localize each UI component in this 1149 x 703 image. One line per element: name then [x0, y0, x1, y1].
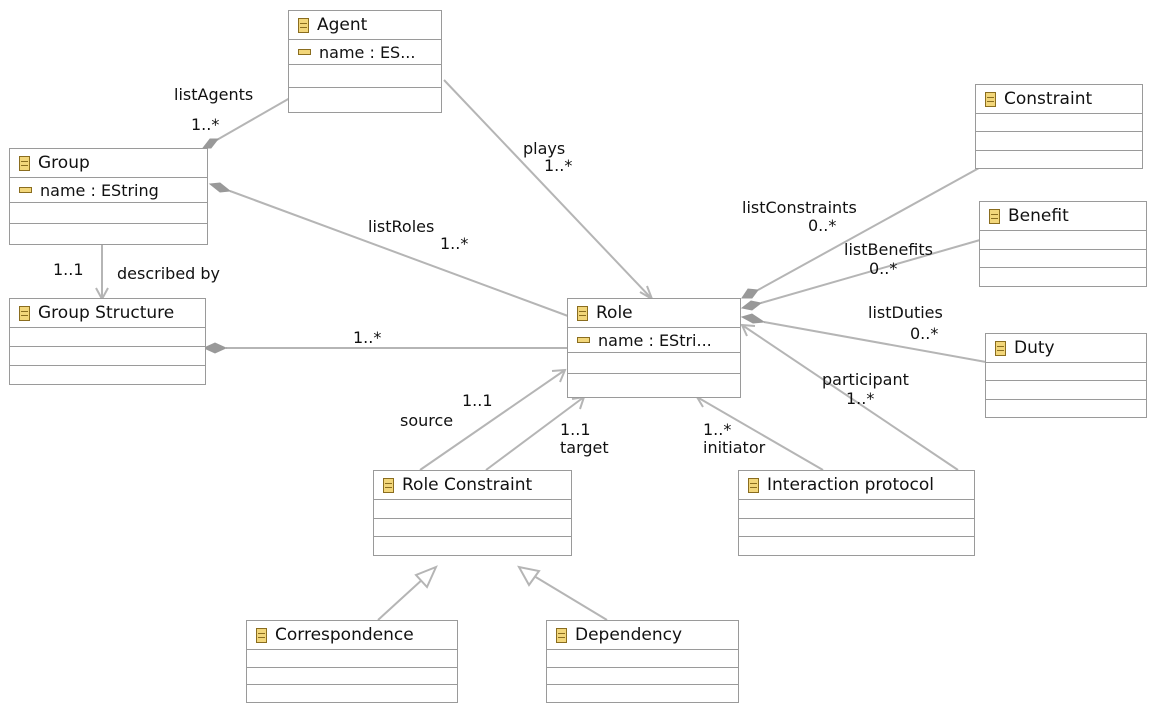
link-list-roles — [229, 190, 569, 317]
attribute-icon — [19, 187, 32, 193]
link-list-agents — [214, 97, 291, 142]
class-icon — [556, 627, 567, 643]
class-name: Correspondence — [275, 625, 414, 645]
label-initiator: initiator — [703, 438, 766, 457]
label-list-agents: listAgents — [174, 85, 254, 104]
label-source: source — [400, 411, 454, 430]
link-initiator — [696, 396, 824, 471]
arrow-source — [551, 368, 567, 383]
class-role-constraint[interactable]: Role Constraint — [373, 470, 572, 556]
triangle-generalization-correspondence — [414, 565, 438, 589]
class-icon — [383, 477, 394, 493]
class-role[interactable]: Role name : EStri... — [567, 298, 741, 398]
class-name: Constraint — [1004, 89, 1093, 109]
class-name: Group — [38, 153, 90, 173]
triangle-generalization-dependency — [517, 565, 541, 587]
arrow-participant — [740, 323, 756, 337]
operations-compartment — [10, 202, 207, 223]
label-target: target — [560, 438, 609, 457]
class-name: Role Constraint — [402, 475, 533, 495]
class-icon — [256, 627, 267, 643]
class-duty[interactable]: Duty — [985, 333, 1147, 418]
label-list-benefits-multiplicity: 0..* — [869, 259, 898, 278]
attributes-compartment: name : EStri... — [568, 327, 740, 352]
link-participant — [741, 324, 959, 471]
label-list-roles-multiplicity: 1..* — [440, 234, 469, 253]
class-name: Interaction protocol — [767, 475, 934, 495]
link-source — [419, 369, 566, 471]
attribute-name: name : EString — [40, 180, 159, 200]
class-name: Role — [596, 303, 633, 323]
diamond-list-constraints — [741, 288, 759, 299]
attribute-name: name : EStri... — [598, 330, 712, 350]
attributes-compartment: name : ES... — [289, 39, 441, 64]
class-icon — [995, 340, 1006, 356]
arrow-initiator — [695, 396, 710, 408]
link-list-constraints — [757, 167, 980, 291]
operations-compartment — [289, 64, 441, 87]
diamond-list-agents — [201, 138, 220, 149]
label-list-benefits: listBenefits — [844, 240, 933, 259]
label-described-by: described by — [117, 264, 221, 283]
label-described-by-multiplicity: 1..1 — [53, 260, 84, 279]
operations-compartment — [568, 352, 740, 373]
class-name: Duty — [1014, 338, 1055, 358]
class-icon — [19, 155, 30, 171]
link-generalization-dependency — [533, 575, 608, 621]
diamond-list-duties — [740, 313, 766, 324]
attribute-name: name : ES... — [319, 42, 416, 62]
extra-compartment — [568, 373, 740, 397]
attribute-icon — [298, 49, 311, 55]
link-list-duties — [763, 321, 987, 363]
label-plays-multiplicity: 1..* — [544, 156, 573, 175]
class-agent[interactable]: Agent name : ES... — [288, 10, 442, 113]
label-list-constraints-multiplicity: 0..* — [808, 216, 837, 235]
label-list-roles: listRoles — [368, 217, 435, 236]
label-structure-roles-multiplicity: 1..* — [353, 328, 382, 347]
class-benefit[interactable]: Benefit — [979, 201, 1147, 287]
link-list-benefits — [760, 239, 981, 304]
class-name: Agent — [317, 15, 368, 35]
attribute-icon — [577, 337, 590, 343]
label-list-duties: listDuties — [868, 303, 943, 322]
label-list-agents-multiplicity: 1..* — [191, 115, 220, 134]
diamond-list-roles — [208, 182, 232, 193]
link-generalization-correspondence — [377, 577, 425, 621]
label-source-multiplicity: 1..1 — [462, 391, 493, 410]
class-icon — [19, 305, 30, 321]
class-name: Dependency — [575, 625, 683, 645]
class-interaction-protocol[interactable]: Interaction protocol — [738, 470, 975, 556]
diamond-list-benefits — [740, 300, 763, 311]
class-constraint[interactable]: Constraint — [975, 84, 1143, 169]
class-dependency[interactable]: Dependency — [546, 620, 739, 703]
class-icon — [298, 17, 309, 33]
class-icon — [985, 91, 996, 107]
link-plays — [443, 79, 653, 300]
extra-compartment — [289, 87, 441, 112]
label-plays: plays — [523, 139, 566, 158]
label-list-duties-multiplicity: 0..* — [910, 324, 939, 343]
class-name: Benefit — [1008, 206, 1069, 226]
class-group[interactable]: Group name : EString — [9, 148, 208, 245]
label-target-multiplicity: 1..1 — [560, 420, 591, 439]
label-initiator-multiplicity: 1..* — [703, 420, 732, 439]
class-correspondence[interactable]: Correspondence — [246, 620, 458, 703]
class-name: Group Structure — [38, 303, 175, 323]
link-target — [485, 396, 585, 471]
class-group-structure[interactable]: Group Structure — [9, 298, 206, 385]
label-participant-multiplicity: 1..* — [846, 389, 875, 408]
label-participant: participant — [822, 370, 909, 389]
class-icon — [748, 477, 759, 493]
extra-compartment — [10, 223, 207, 244]
label-list-constraints: listConstraints — [742, 198, 857, 217]
diamond-structure-roles — [202, 342, 228, 354]
attributes-compartment: name : EString — [10, 177, 207, 202]
class-icon — [989, 208, 1000, 224]
class-icon — [577, 305, 588, 321]
